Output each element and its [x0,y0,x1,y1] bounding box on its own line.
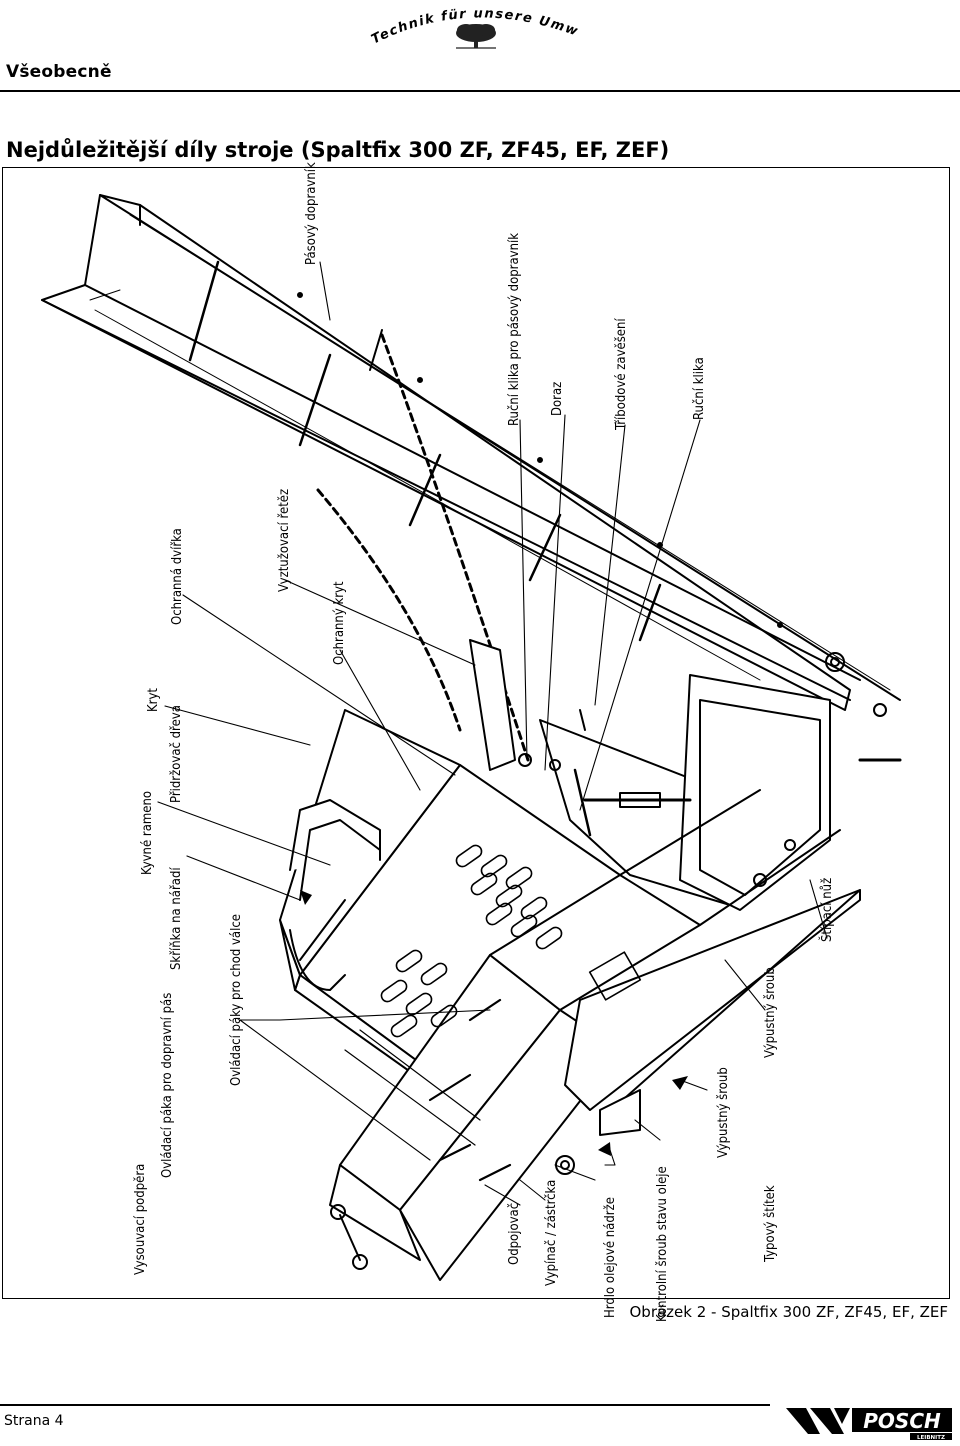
conveyor-belt [41,194,901,711]
slogan-logo: Technik für unsere Umwelt [360,0,579,49]
label-ovladaci-packy: Ovládací páky pro chod válce [229,914,244,1086]
label-ochranny-kryt: Ochranný kryt [332,581,347,665]
label-skrinka-naradi: Skříňka na nářadí [169,867,184,970]
label-rucni-klika: Ruční klika [692,357,707,420]
label-vypustny-sroub-2: Výpustný šroub [763,967,778,1058]
figure-caption: Obrázek 2 - Spaltfix 300 ZF, ZF45, EF, Z… [629,1303,948,1321]
label-typovy-stitek: Typový štítek [763,1185,778,1262]
label-tribodove-zaveseni: Tříbodové zavěšení [614,318,629,430]
label-rucni-klika-pas: Ruční klika pro pásový dopravník [507,232,522,426]
footer-rule [0,1404,770,1406]
brand-sub: LEIBNITZ [917,1435,945,1441]
page-number: Strana 4 [4,1413,64,1429]
section-title: Všeobecně [6,62,112,82]
label-vysouvaci-podpera: Vysouvací podpěra [133,1163,148,1275]
reinforcement-chain [316,329,530,762]
page-title: Nejdůležitější díly stroje (Spaltfix 300… [6,138,670,162]
label-pridrzovac-dreva: Přidržovač dřeva [169,705,184,803]
label-ochranna-dvirka: Ochranná dvířka [170,528,185,625]
label-odpojovac: Odpojovač [507,1202,522,1265]
tree-icon [456,24,496,49]
machine-body [279,639,902,1281]
label-vyztuzovaci-retez: Vyztužovací řetěz [277,488,292,592]
brand-name: POSCH [863,1409,941,1433]
label-vypinac-zastrcka: Vypínač / zástrčka [544,1179,559,1286]
label-hrdlo-olejove-nadrze: Hrdlo olejové nádrže [603,1197,618,1318]
label-stipaci-nuz: Štípací nůž [820,877,835,942]
arrow-markers [300,890,688,1156]
label-ovladaci-paka-pas: Ovládací páka pro dopravní pás [160,992,175,1178]
label-kontrolni-sroub: Kontrolní šroub stavu oleje [655,1166,670,1322]
label-kryt: Kryt [146,688,161,712]
label-kyvne-rameno: Kyvné rameno [140,790,155,875]
wing-icon [786,1408,850,1434]
label-doraz: Doraz [550,381,565,416]
support-roller [330,1204,368,1270]
label-vypustny-sroub-1: Výpustný šroub [716,1067,731,1158]
header-rule [0,90,960,92]
label-pasovy-dopravnik: Pásový dopravník [304,162,319,265]
posch-logo: POSCH LEIBNITZ [786,1408,952,1441]
callout-leaders [157,261,828,1206]
figure-frame [2,167,950,1299]
